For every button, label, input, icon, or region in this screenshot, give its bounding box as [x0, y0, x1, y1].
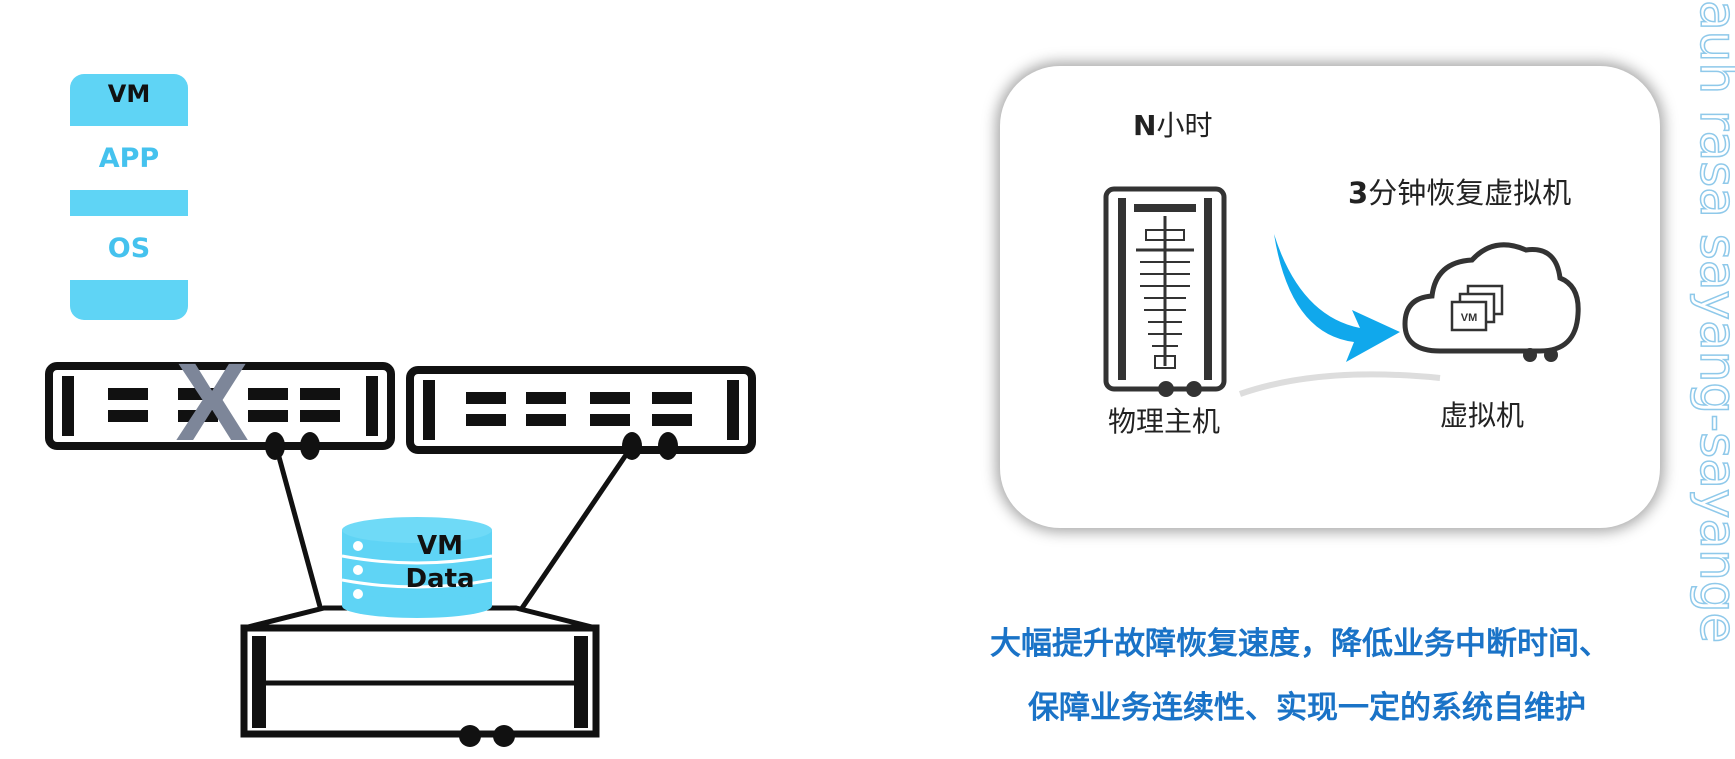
cable-left	[273, 445, 325, 615]
vm-data-cylinder	[341, 517, 493, 618]
recovery-time-label: N小时	[1133, 104, 1212, 144]
watermark-text: auh rasa sayang-sayange	[1689, 0, 1735, 643]
server-1	[45, 362, 395, 460]
cable-right	[515, 444, 635, 616]
watermark: auh rasa sayang-sayange	[1688, 0, 1735, 644]
recovery-time-lead: N	[1133, 109, 1157, 142]
vm-layer-os: OS	[70, 216, 188, 280]
physical-host-icon	[1103, 186, 1227, 397]
recovery-illustration: VM	[1103, 186, 1581, 397]
storage-label-line1: VM	[417, 531, 463, 561]
storage-label-line2: Data	[405, 564, 475, 594]
virtual-machine-label: 虚拟机	[1440, 399, 1525, 432]
caption-line-2: 保障业务连续性、实现一定的系统自维护	[1028, 690, 1586, 726]
vm-stack-title: VM	[107, 80, 151, 108]
recovery-speed-lead: 3	[1348, 176, 1369, 210]
cloud-vm-icon: VM	[1402, 242, 1581, 362]
cluster-diagram: X	[45, 341, 756, 747]
caption-line-1: 大幅提升故障恢复速度，降低业务中断时间、	[990, 626, 1610, 662]
storage-label: VM Data	[400, 530, 480, 596]
recovery-speed-label: 3分钟恢复虚拟机	[1348, 170, 1571, 212]
physical-host-label: 物理主机	[1108, 405, 1221, 438]
server-2	[406, 366, 756, 460]
shadow-line	[1239, 371, 1441, 397]
vm-layer-app: APP	[70, 126, 188, 190]
fault-mark: X	[175, 341, 248, 464]
storage-array	[240, 605, 600, 747]
cloud-vm-label: VM	[1461, 312, 1478, 324]
vm-stack: VM APP OS	[70, 74, 188, 320]
recovery-time-rest: 小时	[1156, 109, 1213, 142]
recovery-speed-rest: 分钟恢复虚拟机	[1368, 176, 1572, 210]
recovery-arrow	[1274, 234, 1400, 362]
